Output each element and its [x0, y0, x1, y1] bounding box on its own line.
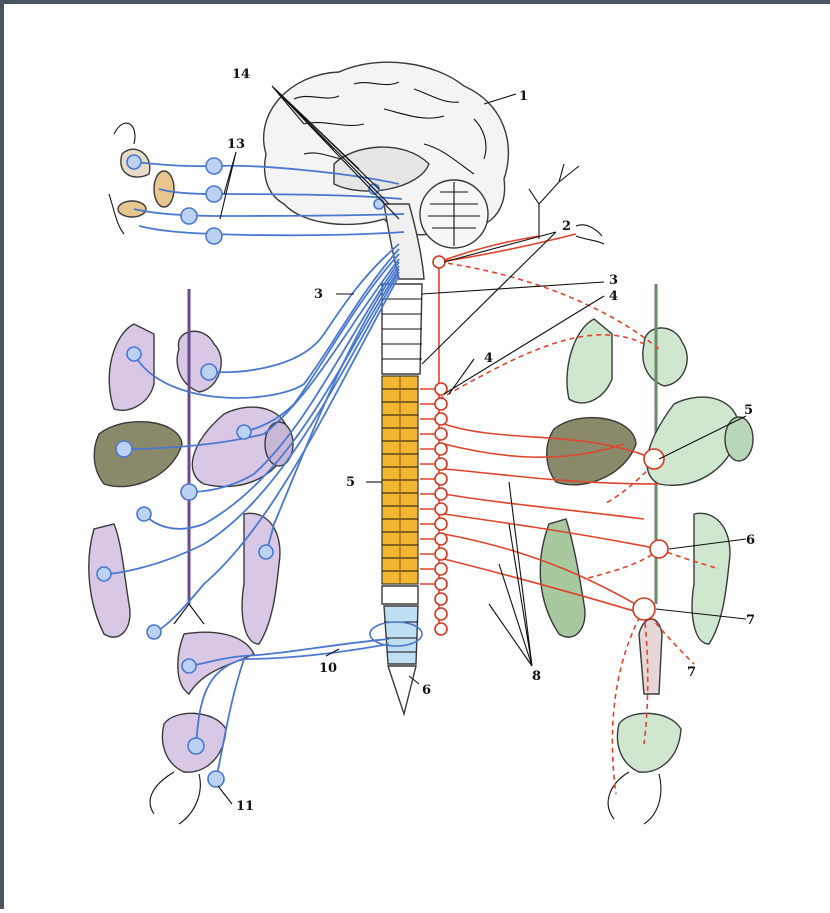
head-glands-left	[109, 123, 174, 234]
label-6-right: 6	[746, 533, 755, 548]
lung-left	[109, 324, 154, 410]
label-4-mid: 4	[484, 351, 493, 366]
label-5-left: 5	[346, 475, 355, 490]
label-5-right: 5	[744, 403, 753, 418]
label-1: 1	[519, 89, 528, 104]
label-7-right: 7	[746, 613, 755, 628]
bladder-left	[150, 713, 226, 824]
label-8: 8	[532, 669, 541, 684]
sympathetic-nerves	[439, 234, 719, 794]
bladder-right	[608, 713, 681, 824]
stomach-right	[647, 397, 753, 485]
label-13: 13	[227, 137, 245, 152]
liver-right	[547, 418, 636, 485]
label-10: 10	[319, 661, 337, 676]
label-11: 11	[236, 799, 254, 814]
cerebellum	[420, 180, 488, 248]
label-6-bottom: 6	[422, 683, 431, 698]
lung-right	[567, 319, 612, 403]
spinal-sacral-segment	[384, 606, 418, 664]
label-2-top: 2	[562, 219, 571, 234]
sympathetic-trunk	[420, 256, 447, 635]
label-3-left: 3	[314, 287, 323, 302]
label-4-right: 4	[609, 289, 618, 304]
autonomic-nervous-system-diagram: 14 13 1 2 3 3 4 4 5 5 6 6 7 7 8 10 11	[4, 4, 830, 913]
label-7-lower: 7	[687, 665, 696, 680]
label-14: 14	[232, 67, 250, 82]
spinal-cord	[382, 284, 422, 714]
rectum-right	[639, 619, 662, 694]
label-3-right: 3	[609, 273, 618, 288]
liver-left	[94, 422, 182, 487]
spinal-thoracolumbar-segment	[382, 376, 418, 584]
